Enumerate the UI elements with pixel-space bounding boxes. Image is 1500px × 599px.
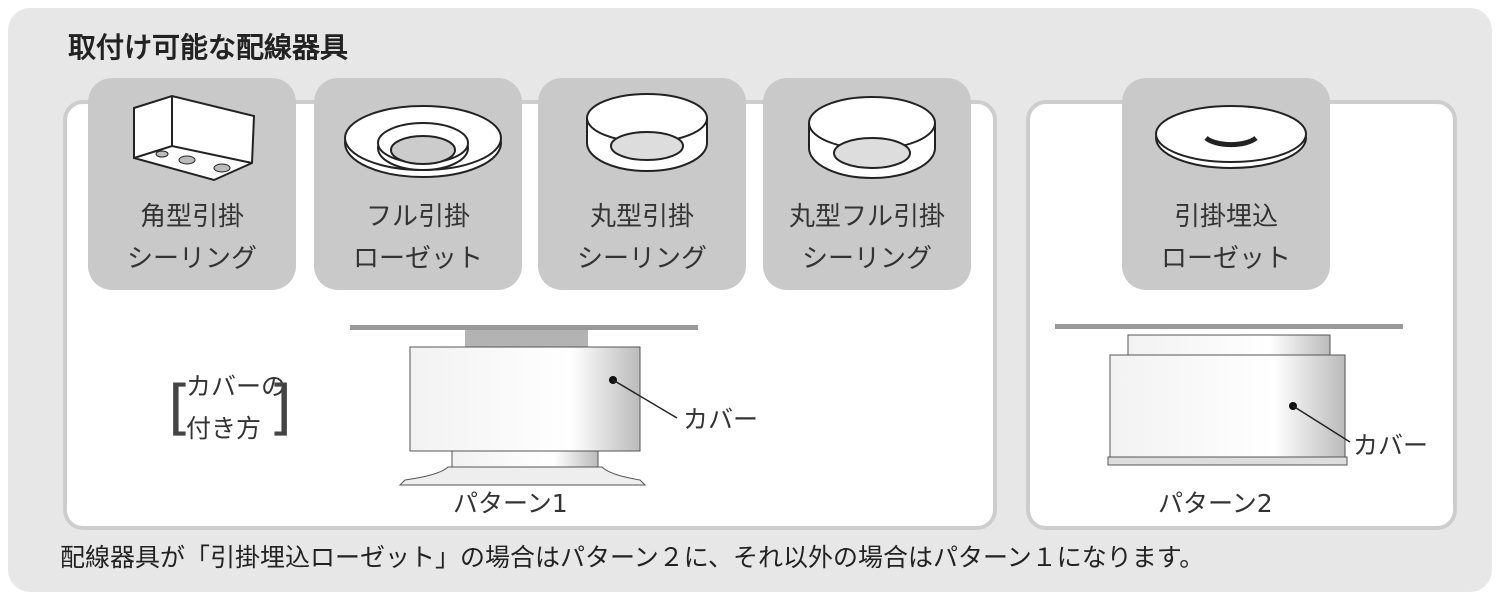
pattern2-diagram bbox=[1055, 324, 1403, 466]
square-ceiling-icon bbox=[133, 94, 256, 182]
pattern1-label: パターン1 bbox=[453, 489, 568, 518]
fixture-label: 丸型引掛シーリング bbox=[576, 202, 707, 274]
fixture-tile-embedded-rosette: 引掛埋込ローゼット bbox=[1122, 78, 1330, 290]
cover bbox=[409, 346, 641, 452]
fixture-tile-full-rosette: フル引掛ローゼット bbox=[314, 78, 522, 290]
footnote: 配線器具が「引掛埋込ローゼット」の場合はパターン２に、それ以外の場合はパターン１… bbox=[60, 543, 1205, 572]
ceiling-line bbox=[1055, 324, 1403, 329]
fixture-tile-round-ceiling: 丸型引掛シーリング bbox=[538, 78, 746, 290]
ceiling-line bbox=[350, 325, 698, 330]
pattern1-cover-label: カバー bbox=[683, 405, 759, 434]
fixture-tile-square-ceiling: 角型引掛シーリング bbox=[88, 78, 296, 290]
fixture-label: 引掛埋込ローゼット bbox=[1160, 202, 1291, 274]
fixture-label: 丸型フル引掛シーリング bbox=[788, 202, 945, 274]
title: 取付け可能な配線器具 bbox=[68, 31, 349, 64]
pattern2-label: パターン2 bbox=[1158, 489, 1273, 518]
round-full-ceiling-icon bbox=[808, 96, 936, 179]
fixture-label: フル引掛ローゼット bbox=[352, 202, 483, 274]
fixture-label: 角型引掛シーリング bbox=[126, 202, 257, 274]
pattern1-diagram bbox=[350, 325, 698, 486]
pattern2-cover-label: カバー bbox=[1353, 431, 1429, 460]
cover-mount-label: [ カバーの付き方 ] bbox=[168, 372, 293, 443]
full-rosette-icon bbox=[344, 105, 502, 178]
fixture-tile-round-full-ceiling: 丸型フル引掛シーリング bbox=[763, 78, 971, 290]
embedded-rosette-icon bbox=[1155, 105, 1307, 169]
cover bbox=[1109, 354, 1346, 458]
round-ceiling-icon bbox=[586, 93, 708, 172]
